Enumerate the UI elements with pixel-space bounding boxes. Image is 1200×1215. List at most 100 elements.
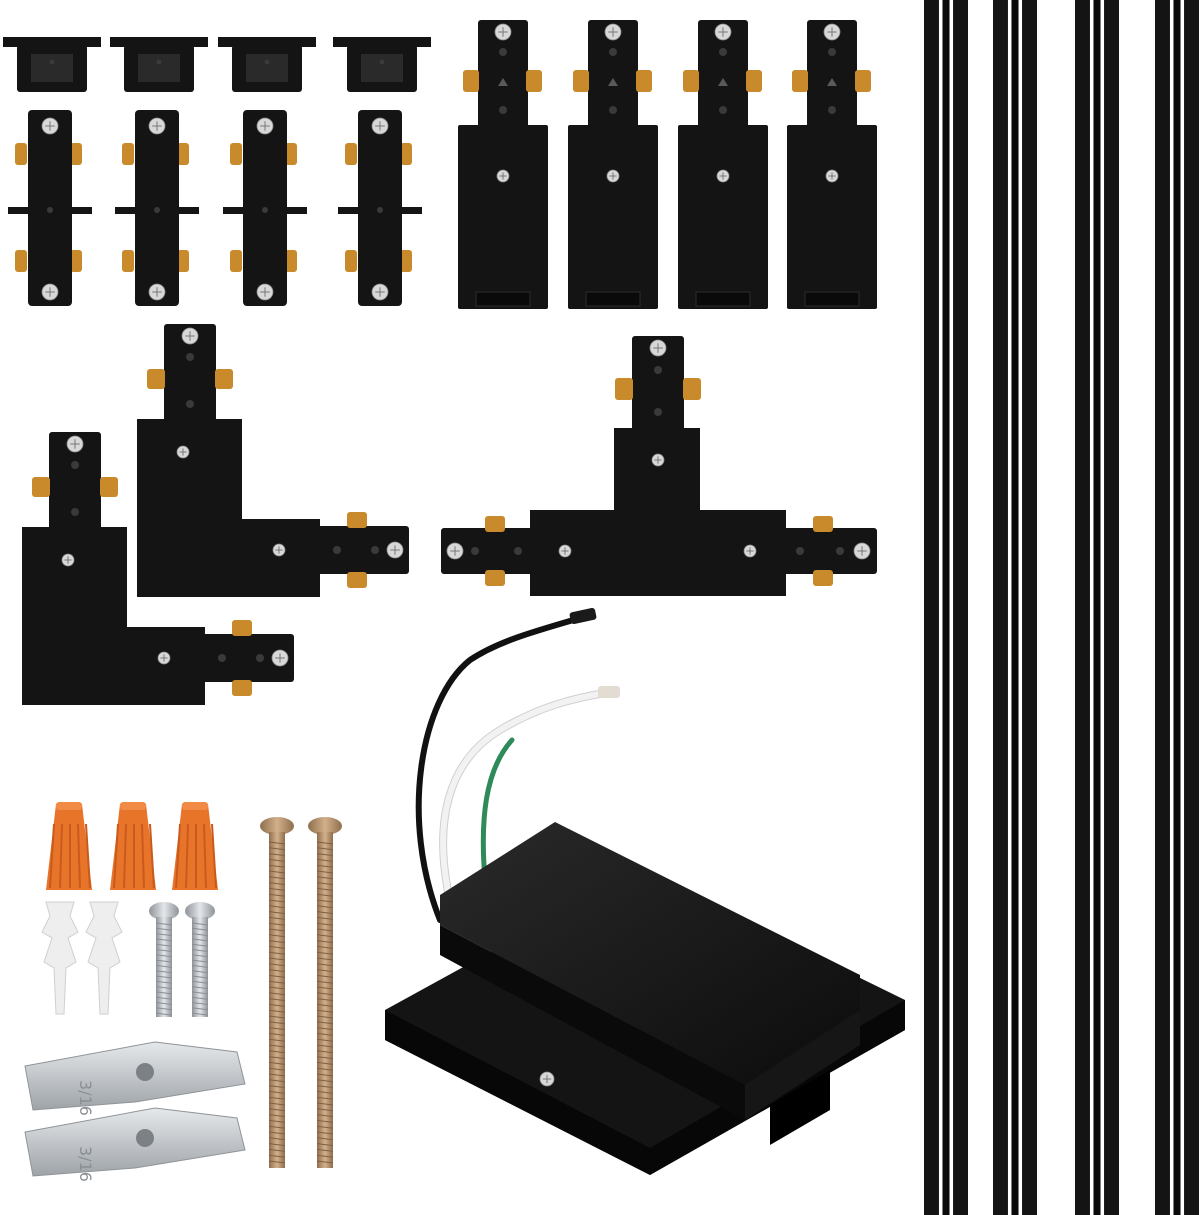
screw-thread	[316, 911, 334, 915]
screw-thread	[268, 986, 286, 990]
screw-thread	[268, 974, 286, 978]
screw-thread	[268, 1131, 286, 1135]
rivet	[828, 106, 836, 114]
copper-contact	[347, 572, 367, 588]
screw-thread	[268, 899, 286, 903]
screw-thread	[268, 1085, 286, 1089]
screw-thread	[155, 943, 173, 947]
rivet	[836, 547, 844, 555]
end-cap-lip	[3, 37, 101, 47]
wire-nut-rib	[149, 823, 155, 889]
arrow-mark	[498, 78, 508, 86]
rivet	[609, 106, 617, 114]
machine-screw	[185, 902, 215, 1017]
copper-contact	[215, 369, 233, 389]
end-cap-recess	[138, 54, 180, 82]
screw-thread	[316, 974, 334, 978]
white-wire	[440, 690, 608, 913]
canopy-top	[440, 822, 860, 1085]
screw-thread	[316, 1009, 334, 1013]
l-connector-front	[22, 432, 294, 705]
screw-thread	[316, 1108, 334, 1112]
screw-thread	[268, 934, 286, 938]
screw-thread	[316, 864, 334, 868]
copper-contact	[147, 369, 165, 389]
screw-thread	[268, 1090, 286, 1094]
rivet	[154, 207, 160, 213]
screw-thread	[191, 991, 209, 995]
copper-contact	[347, 512, 367, 528]
screw-thread	[268, 963, 286, 967]
end-cap-recess	[246, 54, 288, 82]
l-arm-horizontal	[317, 526, 409, 574]
screw-thread	[268, 905, 286, 909]
rivet	[186, 353, 194, 361]
screw-thread	[316, 887, 334, 891]
track-rail	[924, 0, 968, 1215]
screw-thread	[316, 934, 334, 938]
copper-contact	[345, 250, 357, 272]
screw-thread	[316, 1032, 334, 1036]
screw-thread	[316, 1137, 334, 1141]
copper-contact	[345, 143, 357, 165]
live-end-connector	[787, 20, 877, 309]
screw-thread	[316, 1015, 334, 1019]
screw-thread	[316, 969, 334, 973]
screw-thread	[268, 1067, 286, 1071]
screw-thread	[155, 959, 173, 963]
straight-connector	[115, 110, 199, 306]
wire-nut-rib	[77, 823, 81, 889]
t-body	[530, 428, 786, 596]
drywall-anchor	[41, 901, 79, 1015]
l-arm-vertical	[164, 324, 216, 424]
screw-thread	[316, 940, 334, 944]
live-end-housing	[458, 125, 548, 309]
screw-thread	[268, 870, 286, 874]
toggle-stamp: 3/16	[76, 1080, 95, 1116]
mounting-hardware: 3/163/16	[24, 802, 342, 1182]
screw-thread	[316, 986, 334, 990]
screw-thread	[268, 969, 286, 973]
screw-thread	[191, 954, 209, 958]
screw-thread	[316, 841, 334, 845]
rivet	[609, 48, 617, 56]
screw-thread	[268, 945, 286, 949]
live-end-neck	[478, 20, 528, 128]
track-rail	[1155, 0, 1199, 1215]
screw-thread	[268, 1073, 286, 1077]
rivet	[256, 654, 264, 662]
wire-nut-cap	[120, 802, 146, 810]
screw-thread	[316, 945, 334, 949]
screw-thread	[268, 853, 286, 857]
long-mounting-screw	[260, 817, 294, 1168]
screw-thread	[316, 870, 334, 874]
screw-thread	[268, 1137, 286, 1141]
copper-contact	[122, 143, 134, 165]
rail-slot	[1093, 0, 1101, 1215]
copper-contact	[636, 70, 652, 92]
screw-thread	[268, 1056, 286, 1060]
screw-thread	[268, 998, 286, 1002]
screw-thread	[268, 1143, 286, 1147]
rivet	[264, 59, 270, 65]
l-body	[137, 419, 320, 597]
screw-thread	[155, 954, 173, 958]
screw-thread	[268, 1148, 286, 1152]
copper-contact	[177, 250, 189, 272]
wire-nut	[110, 802, 156, 890]
rail-slot	[1011, 0, 1019, 1215]
copper-contact	[70, 143, 82, 165]
screw-thread	[268, 1114, 286, 1118]
screw-thread	[268, 928, 286, 932]
arrow-mark	[608, 78, 618, 86]
screw-thread	[155, 1012, 173, 1016]
copper-contact	[15, 250, 27, 272]
screw-thread	[316, 853, 334, 857]
canopy-notch	[770, 1070, 830, 1145]
screw-thread	[316, 876, 334, 880]
screw-head	[149, 902, 179, 920]
rivet	[218, 654, 226, 662]
copper-contact	[813, 516, 833, 532]
wire-nut-rib	[113, 823, 119, 889]
